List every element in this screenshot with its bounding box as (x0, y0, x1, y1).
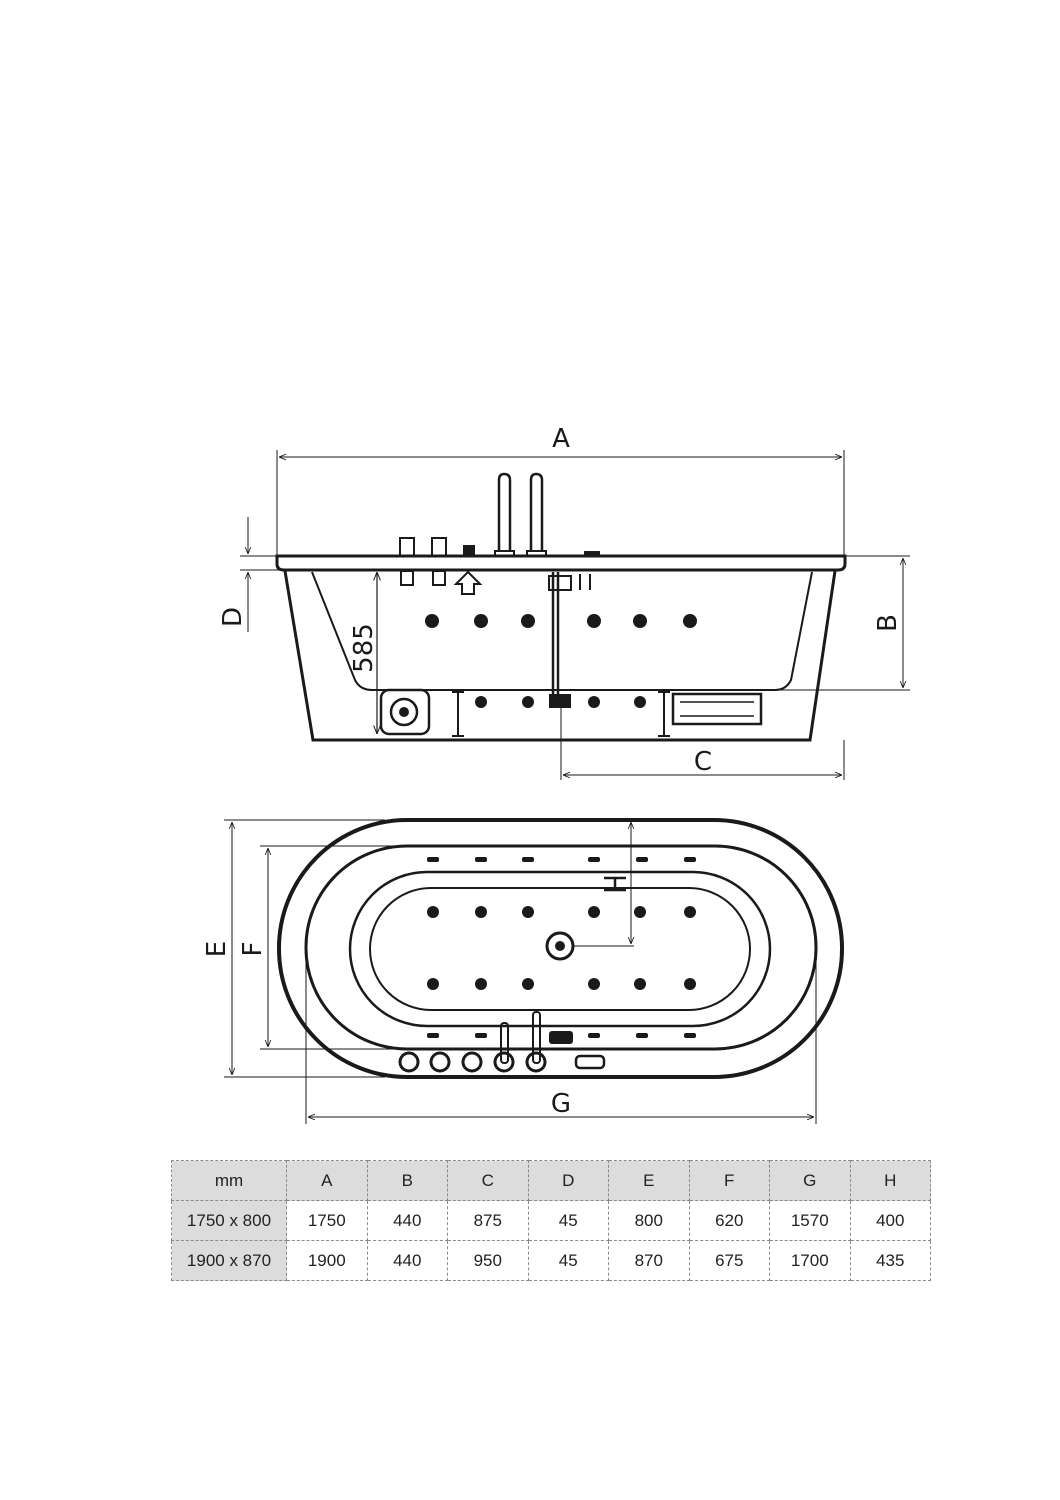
table-cell: 440 (366, 1200, 448, 1241)
table-cell: 45 (527, 1200, 609, 1241)
table-row: 1900 x 870 1900 440 950 45 870 675 1700 … (171, 1240, 931, 1281)
table-cell: 45 (527, 1240, 609, 1281)
floor-jets (427, 906, 696, 990)
label-c: C (694, 747, 712, 777)
control-box (671, 692, 763, 726)
side-lower-jets (475, 696, 646, 708)
table-cell: 870 (608, 1240, 690, 1281)
row-size-label: 1750 x 800 (171, 1200, 287, 1241)
center-pipe (548, 572, 591, 708)
drain (545, 931, 575, 961)
table-cell: 950 (447, 1240, 529, 1281)
header-cell-d: D (527, 1160, 609, 1201)
header-cell-mm: mm (171, 1160, 287, 1201)
outer-rim (277, 818, 844, 1079)
table-cell: 1700 (769, 1240, 851, 1281)
shower-columns (494, 472, 547, 557)
label-g: G (551, 1089, 571, 1119)
pump (379, 688, 431, 736)
header-cell-c: C (447, 1160, 529, 1201)
label-a: A (552, 424, 570, 454)
top-valves (398, 1011, 606, 1073)
label-e: E (202, 941, 232, 957)
mixer-arrow (453, 570, 483, 595)
table-cell: 1900 (286, 1240, 368, 1281)
support-legs (452, 691, 670, 737)
side-upper-jets (425, 614, 697, 628)
header-cell-f: F (688, 1160, 770, 1201)
header-cell-a: A (286, 1160, 368, 1201)
row-size-label: 1900 x 870 (171, 1240, 287, 1281)
table-cell: 620 (688, 1200, 770, 1241)
header-cell-b: B (366, 1160, 448, 1201)
rim-slot-jets (427, 857, 696, 1038)
header-cell-h: H (849, 1160, 931, 1201)
table-cell: 675 (688, 1240, 770, 1281)
table-cell: 400 (849, 1200, 931, 1241)
label-d: D (218, 607, 248, 627)
side-view: A D 585 B C (218, 424, 910, 780)
table-cell: 875 (447, 1200, 529, 1241)
dimension-table: mm A B C D E F G H 1750 x 800 1750 440 8… (171, 1160, 931, 1281)
technical-drawing: A D 585 B C (202, 424, 910, 1124)
top-view: E F G (202, 818, 844, 1124)
table-cell: 1570 (769, 1200, 851, 1241)
label-f: F (238, 942, 268, 957)
rim-valves (399, 537, 600, 586)
table-cell: 1750 (286, 1200, 368, 1241)
table-cell: 440 (366, 1240, 448, 1281)
label-b: B (873, 614, 903, 632)
table-cell: 800 (608, 1200, 690, 1241)
label-585: 585 (349, 623, 379, 673)
header-cell-e: E (608, 1160, 690, 1201)
table-cell: 435 (849, 1240, 931, 1281)
table-row: 1750 x 800 1750 440 875 45 800 620 1570 … (171, 1200, 931, 1241)
header-cell-g: G (769, 1160, 851, 1201)
tub-rim (275, 554, 847, 572)
table-header-row: mm A B C D E F G H (171, 1160, 931, 1201)
